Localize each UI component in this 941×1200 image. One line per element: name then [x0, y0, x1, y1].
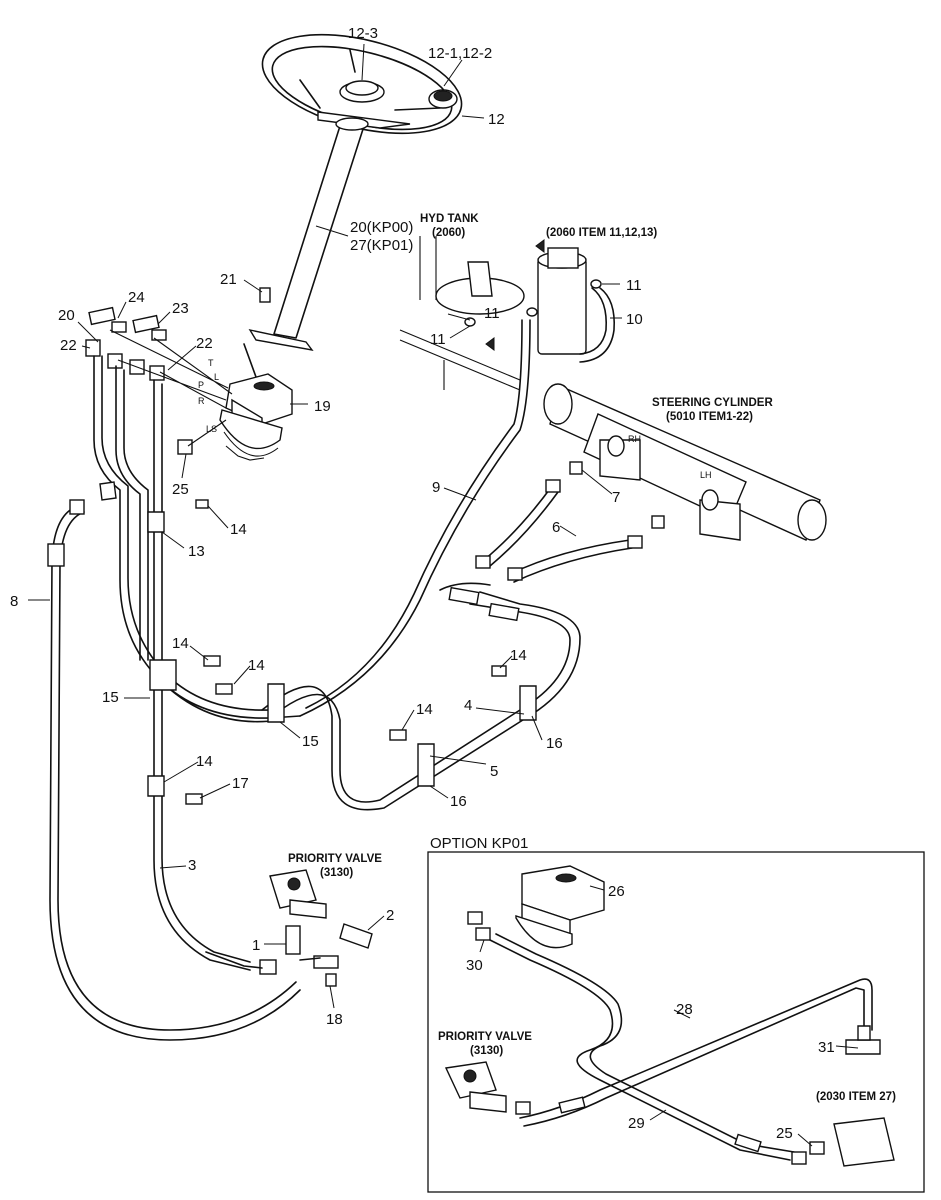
note-item-2030: (2030 ITEM 27): [816, 1091, 896, 1103]
steering-unit: [219, 373, 293, 461]
callout-9: 9: [432, 479, 440, 496]
callout-11-right: 11: [626, 277, 642, 294]
callout-14-f: 14: [196, 753, 213, 770]
callout-14-a: 14: [230, 521, 247, 538]
callout-14-d: 14: [510, 647, 527, 664]
callout-7: 7: [612, 489, 620, 506]
note-steering-cylinder-ref: (5010 ITEM1-22): [666, 411, 753, 423]
note-priority-valve-option: PRIORITY VALVE: [438, 1031, 532, 1043]
note-tank-items: (2060 ITEM 11,12,13): [546, 227, 657, 239]
option-kp01-panel: [427, 851, 925, 1193]
callout-10: 10: [626, 311, 643, 328]
callout-5: 5: [490, 763, 498, 780]
callout-28: 28: [676, 1001, 693, 1018]
callout-20-kp00: 20(KP00): [350, 219, 413, 236]
clamps: [147, 659, 537, 797]
callout-16-right: 16: [546, 735, 563, 752]
callout-26: 26: [608, 883, 625, 900]
callout-18: 18: [326, 1011, 343, 1028]
callout-14-b: 14: [172, 635, 189, 652]
port-label-ls: LS: [206, 424, 217, 434]
callout-19: 19: [314, 398, 331, 415]
callout-29: 29: [628, 1115, 645, 1132]
callout-25-option: 25: [776, 1125, 793, 1142]
hose-8: [47, 499, 301, 1041]
upper-left-fittings: [85, 306, 233, 455]
port-labels: T L P R LS RH LH: [198, 358, 712, 480]
steering-cylinder: [543, 383, 827, 541]
callout-24: 24: [128, 289, 145, 306]
callout-14-e: 14: [416, 701, 433, 718]
note-hyd-tank-ref: (2060): [432, 227, 465, 239]
callout-1: 1: [252, 937, 260, 954]
port-label-r: R: [198, 396, 205, 406]
hoses-4-5: [261, 582, 581, 811]
callout-21: 21: [220, 271, 237, 288]
hydraulic-tank-area: [399, 236, 616, 391]
callout-23: 23: [172, 300, 189, 317]
part-callouts: 12-3 12-1,12-2 12 20(KP00) 27(KP01) 21 2…: [10, 25, 835, 1142]
callout-12-3: 12-3: [348, 25, 378, 42]
callout-12: 12: [488, 111, 505, 128]
callout-16-mid: 16: [450, 793, 467, 810]
callout-22-left: 22: [60, 337, 77, 354]
port-label-t: T: [208, 358, 214, 368]
note-hyd-tank: HYD TANK: [420, 213, 479, 225]
callout-27-kp01: 27(KP01): [350, 237, 413, 254]
note-steering-cylinder: STEERING CYLINDER: [652, 397, 773, 409]
port-label-rh: RH: [628, 434, 641, 444]
bolts: [185, 287, 507, 805]
port-label-p: P: [198, 380, 204, 390]
notes: HYD TANK (2060) (2060 ITEM 11,12,13) STE…: [288, 213, 896, 1103]
option-kp01-title: OPTION KP01: [430, 835, 528, 852]
callout-15-mid: 15: [302, 733, 319, 750]
callout-4: 4: [464, 697, 472, 714]
callout-2: 2: [386, 907, 394, 924]
callout-12-1-12-2: 12-1,12-2: [428, 45, 492, 62]
priority-valve: [205, 869, 373, 987]
callout-6: 6: [552, 519, 560, 536]
callout-20: 20: [58, 307, 75, 324]
hoses-6-7: [475, 461, 665, 583]
callout-31: 31: [818, 1039, 835, 1056]
leader-lines: [28, 43, 859, 1147]
callout-11-lower: 11: [430, 331, 446, 348]
callout-22-right: 22: [196, 335, 213, 352]
callout-13: 13: [188, 543, 205, 560]
callout-14-c: 14: [248, 657, 265, 674]
steering-column: [243, 117, 369, 389]
note-priority-valve-option-ref: (3130): [470, 1045, 503, 1057]
callout-3: 3: [188, 857, 196, 874]
note-priority-valve-ref: (3130): [320, 867, 353, 879]
callout-30: 30: [466, 957, 483, 974]
callout-8: 8: [10, 593, 18, 610]
callout-11-upper: 11: [484, 305, 500, 322]
callout-17: 17: [232, 775, 249, 792]
callout-25: 25: [172, 481, 189, 498]
note-priority-valve: PRIORITY VALVE: [288, 853, 382, 865]
callout-15-left: 15: [102, 689, 119, 706]
port-label-lh: LH: [700, 470, 712, 480]
hose-bundle-left: [93, 355, 301, 971]
port-label-l: L: [214, 372, 219, 382]
